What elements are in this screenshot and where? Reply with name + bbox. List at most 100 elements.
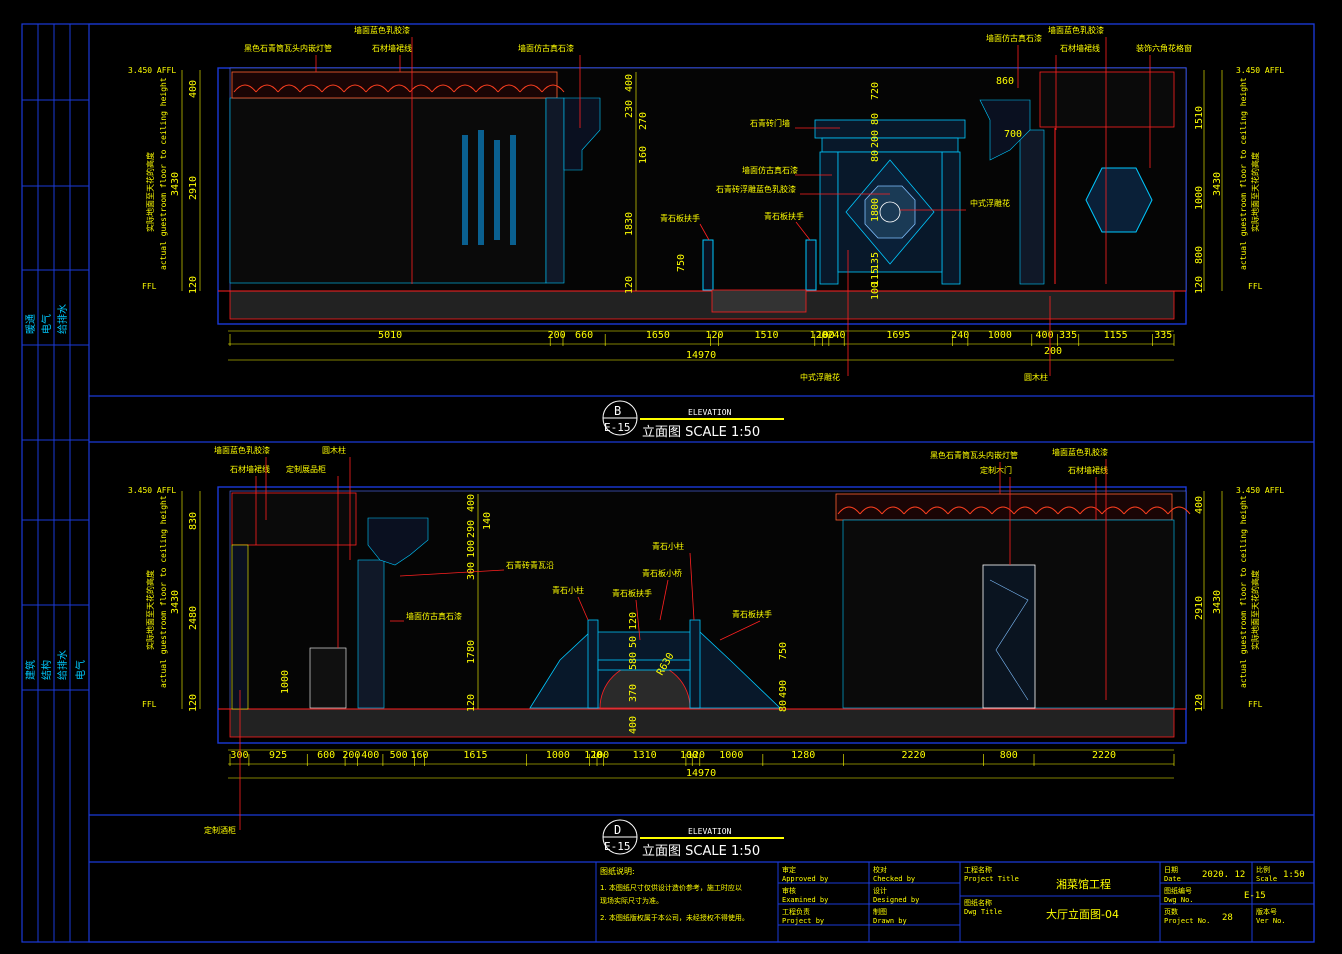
examined-cn: 审核 <box>782 886 796 895</box>
elev-b-left-dim-3: 3430 <box>170 172 181 196</box>
elev-d-right-level-bottom: FFL <box>1248 700 1263 709</box>
elev-d-segment-dim: 100 <box>680 750 698 761</box>
elev-d-brick-wall <box>357 559 385 709</box>
roof-tile <box>903 506 927 515</box>
elev-b-floor <box>229 290 1175 320</box>
roof-tile <box>255 84 279 93</box>
roof-tile <box>947 506 971 515</box>
elev-b-brick-pillar <box>545 97 565 284</box>
elev-b-rail-right <box>805 239 817 291</box>
elev-d-segment-dim: 500 <box>390 750 408 761</box>
elev-d-label-1: 墙面蓝色乳胶漆 <box>214 445 270 455</box>
elev-d-label-15: 石材墙裙线 <box>1068 465 1108 475</box>
roof-tile <box>881 506 905 515</box>
elev-d-segment-dim: 600 <box>317 750 335 761</box>
elev-d-label-7: 青石小柱 <box>552 585 584 595</box>
elev-b-segment-dim: 200 <box>548 330 566 341</box>
roof-tile <box>277 84 301 93</box>
elev-b-mid-dim-3: 270 <box>638 112 649 130</box>
elev-b-segment-dim: 1155 <box>1104 330 1128 341</box>
elev-b-segment-dim: 100 <box>817 330 835 341</box>
elev-b-segment-dim: 240 <box>951 330 969 341</box>
elev-d-floor <box>229 708 1175 738</box>
elev-b-top-dim-1: 860 <box>996 76 1014 87</box>
elev-d-stair-dim-1: 750 <box>778 642 789 660</box>
elev-d-right-dim-1: 400 <box>1194 496 1205 514</box>
note-1a: 1. 本图纸尺寸仅供设计造价参考，施工时应以 <box>600 883 742 892</box>
elev-b-gate-dim-8: 100 <box>870 282 881 300</box>
elev-d-segment-dim: 1280 <box>791 750 815 761</box>
examined-en: Examined by <box>782 896 828 904</box>
elev-d-segment-dim: 100 <box>591 750 609 761</box>
elev-b-sheet: E-15 <box>604 421 631 434</box>
elev-d-right-dim-2: 2910 <box>1194 596 1205 620</box>
roof-tile <box>969 506 993 515</box>
roof-tile <box>859 506 883 515</box>
elev-d-bridge-dim-4: 370 <box>628 684 639 702</box>
elev-b-gate-dim-3: 200 <box>870 130 881 148</box>
designed-en: Designed by <box>873 896 919 904</box>
elev-d-label-14: 墙面蓝色乳胶漆 <box>1052 447 1108 457</box>
elev-d-note-cn-left: 实际地面至天花的高度 <box>145 570 155 650</box>
elev-d-segment-dim: 400 <box>361 750 379 761</box>
elev-b-label-8: 装饰六角花格窗 <box>1136 43 1192 53</box>
elev-b-elevation-word: ELEVATION <box>688 408 732 417</box>
roof-tile <box>343 84 367 93</box>
elev-d-note-en-left: actual guestroom floor to ceiling height <box>159 495 168 688</box>
elev-d-mid-dim-5: 300 <box>466 562 477 580</box>
roof-tile <box>475 84 499 93</box>
elev-d-sheet: E-15 <box>604 840 631 853</box>
elev-d-mid-dim-4: 100 <box>466 540 477 558</box>
dwgno-en: Dwg No. <box>1164 896 1194 904</box>
roof-tile <box>837 506 861 515</box>
elev-b-labels: 黑色石青筒瓦头内嵌灯管 墙面蓝色乳胶漆 石材墙裙线 墙面仿古真石漆 墙面仿古真石… <box>244 25 1192 382</box>
elev-d-label-3: 圆木柱 <box>322 445 346 455</box>
elev-b-segment-dim: 400 <box>1036 330 1054 341</box>
elevation-d <box>217 486 1191 744</box>
elev-b-right-level-top: 3.450 AFFL <box>1236 66 1284 75</box>
roof-tile <box>1079 506 1103 515</box>
elev-d-mid-dim-6: 1780 <box>466 640 477 664</box>
elev-d-bridge-dim-3: 580 <box>628 652 639 670</box>
elev-b-segment-dim: 1510 <box>755 330 779 341</box>
roof-tile <box>1123 506 1147 515</box>
elev-b-label-5: 墙面仿古真石漆 <box>986 33 1042 43</box>
elev-d-left-column <box>231 544 249 710</box>
elev-d-left-dim-4: 120 <box>188 694 199 712</box>
elev-b-sub-dim: 200 <box>1044 346 1062 357</box>
elev-d-label-9: 青石小柱 <box>652 541 684 551</box>
elev-d-label-2: 石材墙裙线 <box>230 464 270 474</box>
elev-b-right-dim-4: 120 <box>1194 276 1205 294</box>
project-title-en: Project Title <box>964 875 1019 883</box>
side-label-5: 结构 <box>40 660 53 680</box>
elev-b-label-2: 墙面蓝色乳胶漆 <box>354 25 410 35</box>
elev-d-right-dim-4: 120 <box>1194 694 1205 712</box>
elev-b-left-dim-2: 2910 <box>188 176 199 200</box>
elev-b-left-dim-4: 120 <box>188 276 199 294</box>
drawing-frame <box>21 23 1315 943</box>
elev-b-label-4: 墙面仿古真石漆 <box>518 43 574 53</box>
roof-tile <box>387 84 411 93</box>
elev-b-label-1: 黑色石青筒瓦头内嵌灯管 <box>244 43 332 53</box>
elev-b-calligraphy <box>462 130 516 245</box>
elev-d-left-dim-2: 2480 <box>188 606 199 630</box>
elev-d-label-4: 定制展品柜 <box>286 464 326 474</box>
drawn-cn: 制图 <box>873 907 887 916</box>
roof-tile <box>321 84 345 93</box>
elev-b-left-dim-1: 400 <box>188 80 199 98</box>
roof-tile <box>233 84 257 93</box>
elev-b-rail-dim: 750 <box>676 254 687 272</box>
date-cn: 日期 <box>1164 866 1178 874</box>
elev-d-right-dim-3: 3430 <box>1212 590 1223 614</box>
roof-tile <box>497 84 521 93</box>
elev-b-right-dim-3: 800 <box>1194 246 1205 264</box>
elev-d-door <box>982 564 1036 709</box>
elev-d-roof-tiles <box>835 493 1191 521</box>
elev-d-note-cn-right: 实际地面至天花的高度 <box>1250 570 1260 650</box>
elev-b-gate-dim-5: 1800 <box>870 198 881 222</box>
checked-en: Checked by <box>873 875 915 883</box>
elev-b-gate <box>814 119 966 285</box>
elev-b-mid-dim-2: 230 <box>624 100 635 118</box>
elev-d-cabinet <box>309 647 347 709</box>
